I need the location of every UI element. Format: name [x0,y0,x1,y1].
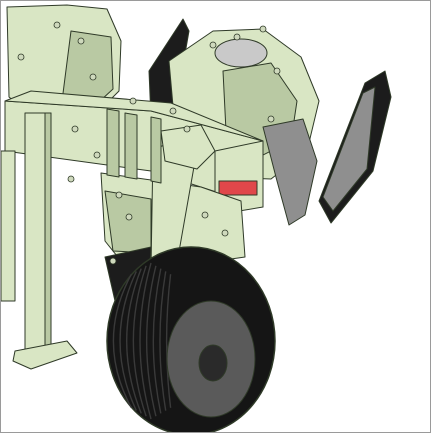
support-leg-rear [1,150,16,302]
bolt [129,97,137,105]
leg-foot-plate [12,340,78,370]
bolts [17,21,281,265]
tire-tread-groove [119,271,137,411]
bolt [233,33,241,41]
bolt [77,37,85,45]
red-reflector [218,180,258,196]
wheel-hub [198,344,228,382]
tire-tread-groove [126,268,142,414]
bolt [183,125,191,133]
bolt [89,73,97,81]
bolt [267,115,275,123]
bolt [221,229,229,237]
bolt [273,67,281,75]
beam-clamps [106,108,162,184]
tire-tread-groove [152,268,162,414]
bolt [53,21,61,29]
disc-rear-right [318,70,392,224]
bolt [17,53,25,61]
tire-tread-groove [132,265,147,417]
bolt [259,25,267,33]
gauge-wheel-arm [150,124,216,270]
bolt [125,213,133,221]
gauge-wheel [106,246,276,432]
bolt [209,41,217,49]
bolt [115,191,123,199]
disc-middle [262,118,318,226]
bolt [67,175,75,183]
tire-tread-groove [165,274,172,408]
tire-tread-groove [159,271,167,411]
bolt [93,151,101,159]
bolt [169,107,177,115]
support-leg-front [12,112,78,370]
tire-tread-groove [112,273,133,409]
tire-tread-groove [139,262,152,420]
bolt [71,125,79,133]
bolt [201,211,209,219]
tire-tread-groove [146,265,157,417]
bolt [109,257,117,265]
